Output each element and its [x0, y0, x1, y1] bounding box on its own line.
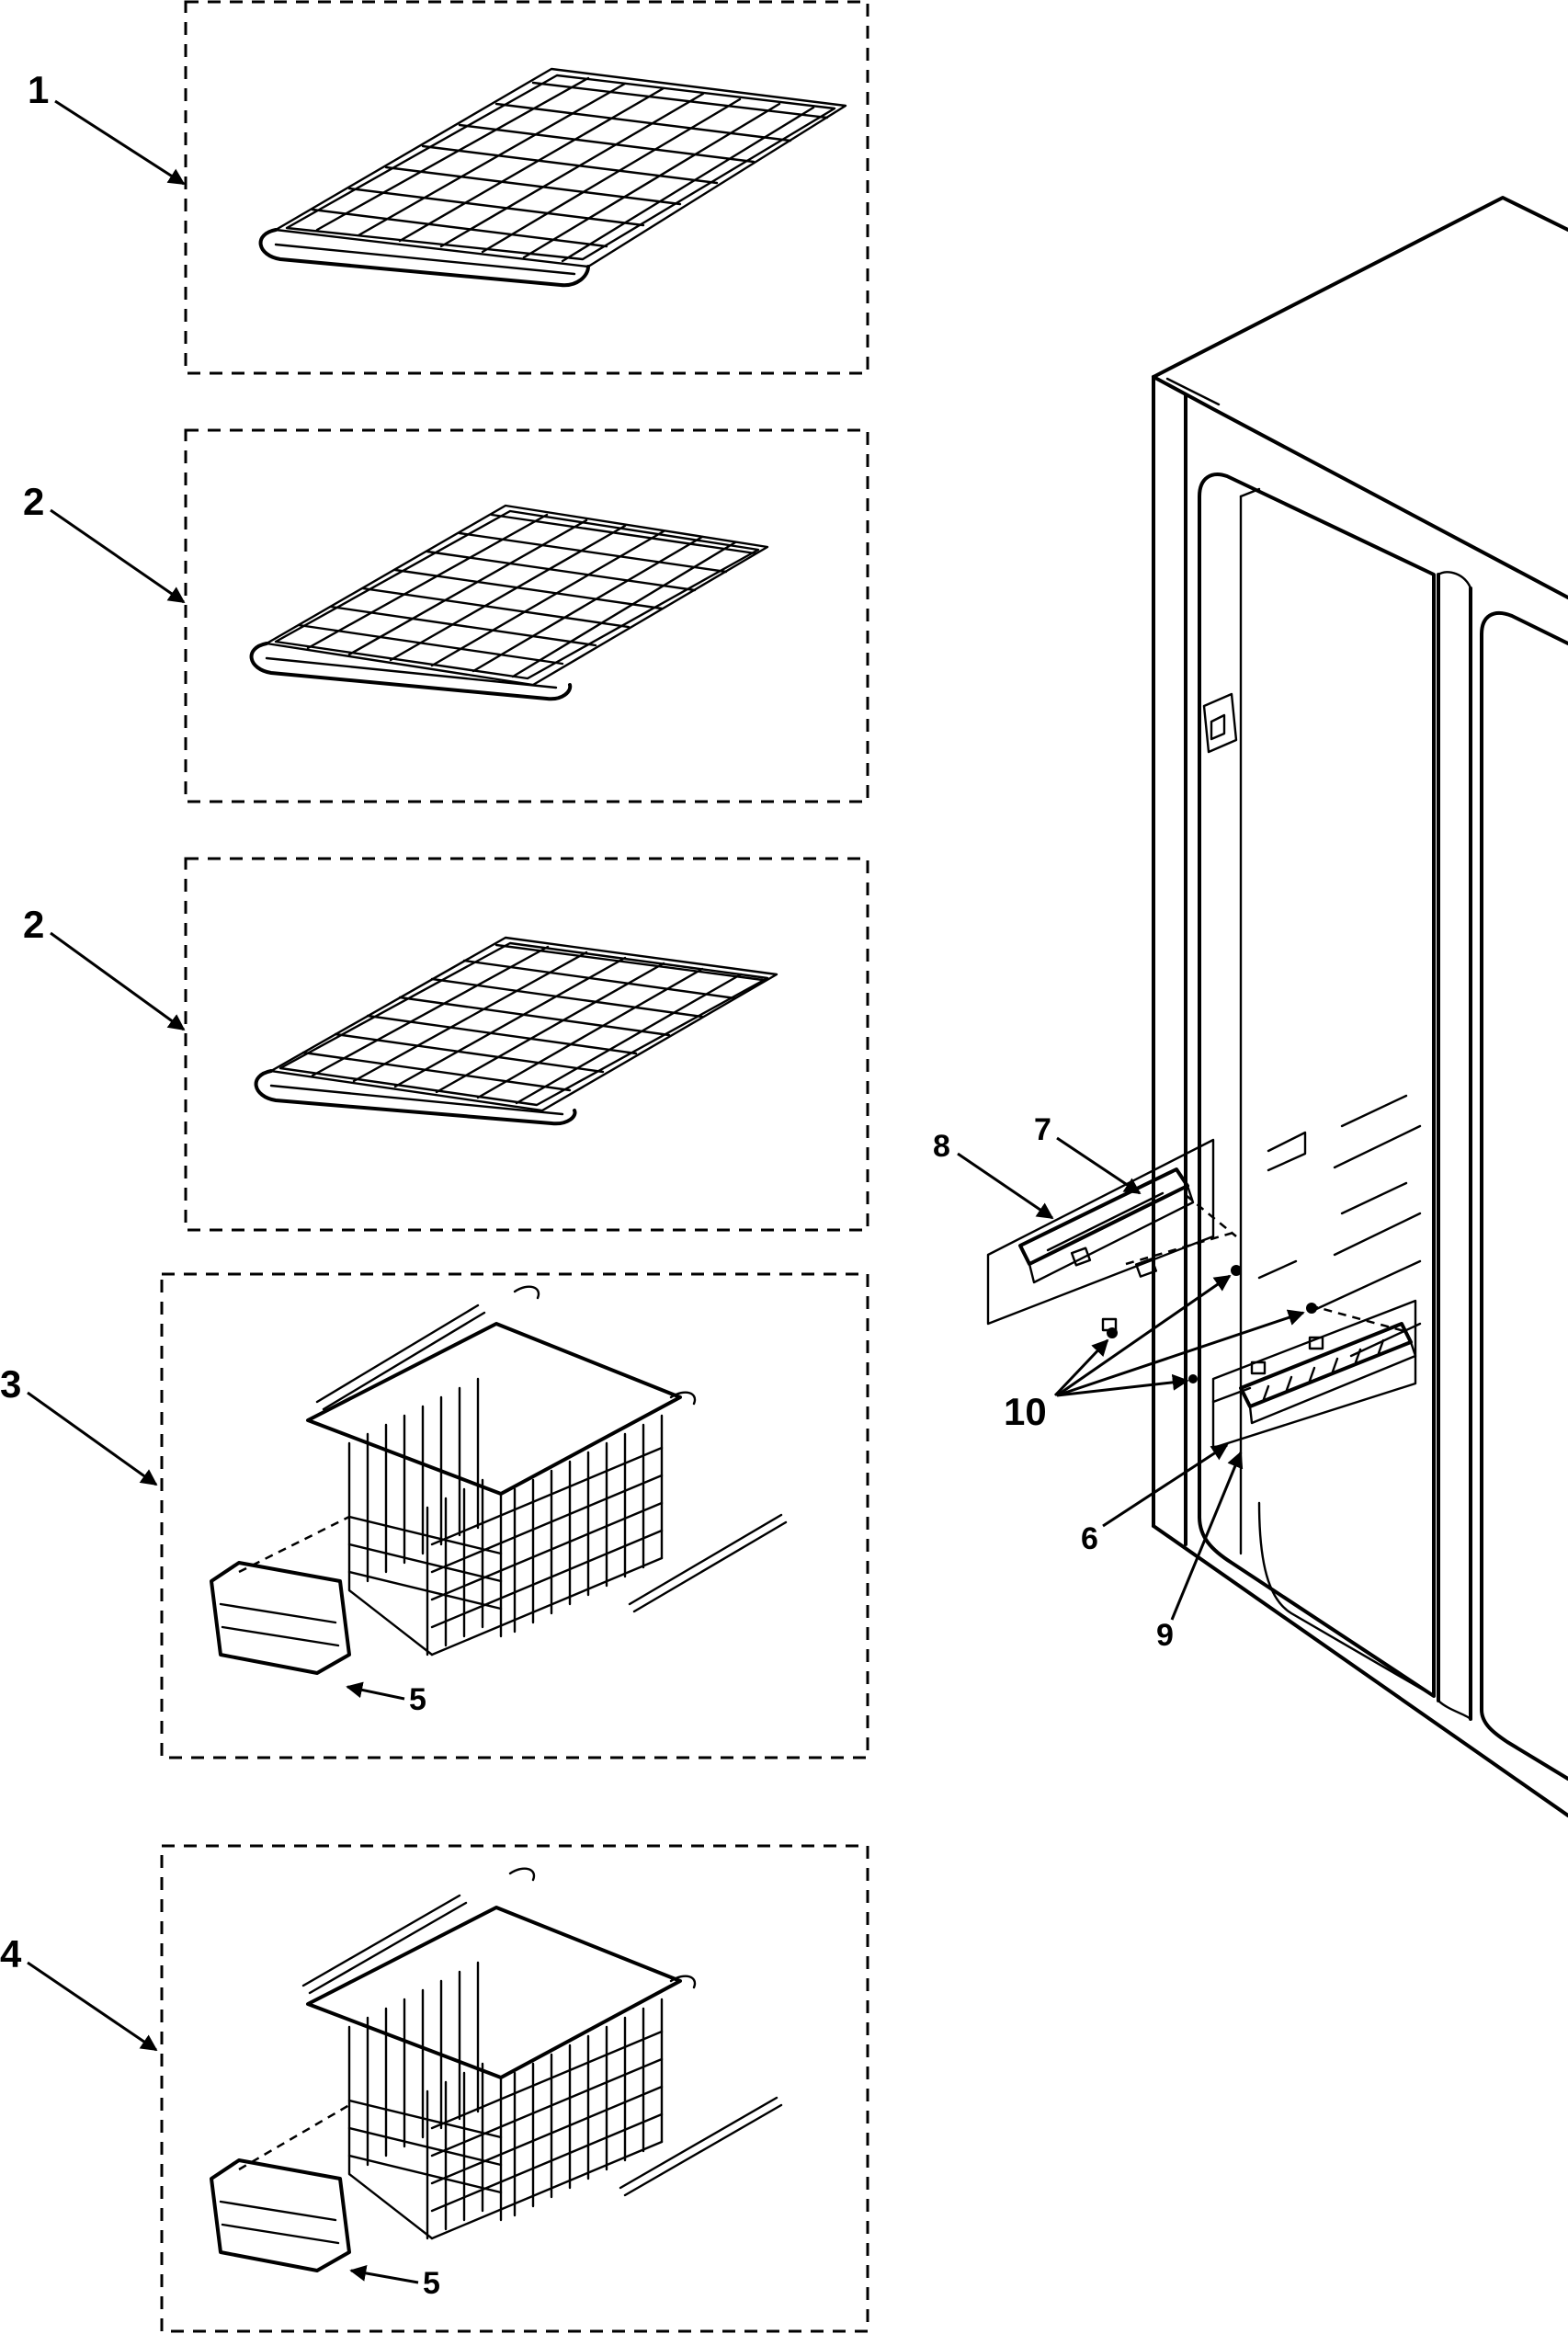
leader-10b: [1056, 1274, 1232, 1397]
callout-8: 8: [933, 1129, 950, 1164]
wire-shelf-2a: [249, 504, 769, 701]
callout-5b: 5: [423, 2266, 440, 2301]
leader-2b: [50, 931, 186, 1031]
leader-8: [957, 1152, 1054, 1220]
leader-10d: [1056, 1373, 1189, 1397]
wire-basket-3: [210, 1285, 788, 1675]
frame-shelf-1: [184, 0, 869, 375]
leader-3: [27, 1391, 158, 1486]
rail-assembly-lower: [1211, 1299, 1417, 1450]
callout-7: 7: [1034, 1112, 1051, 1147]
leader-5b: [349, 2264, 419, 2284]
callout-3: 3: [0, 1362, 21, 1406]
leader-1: [54, 99, 186, 186]
callout-5a: 5: [409, 1682, 426, 1717]
frame-shelf-2a: [184, 428, 869, 803]
callout-1: 1: [28, 68, 49, 111]
leader-2a: [50, 508, 186, 604]
screws: [1107, 1265, 1317, 1383]
callout-10: 10: [1004, 1390, 1047, 1433]
callout-9: 9: [1156, 1618, 1174, 1653]
callout-6: 6: [1081, 1521, 1098, 1556]
leader-6: [1102, 1443, 1229, 1528]
leader-7: [1056, 1136, 1142, 1195]
frame-shelf-2b: [184, 857, 869, 1232]
frame-basket-4: [160, 1844, 869, 2333]
callout-4: 4: [0, 1932, 22, 1975]
callout-2b: 2: [23, 903, 44, 946]
leader-10a: [1053, 1338, 1109, 1397]
wire-basket-4: [210, 1867, 783, 2272]
wire-shelf-2b: [254, 936, 778, 1126]
leader-9: [1170, 1451, 1244, 1621]
leader-5a: [346, 1681, 405, 1701]
leader-4: [27, 1961, 158, 2052]
leader-10c: [1056, 1309, 1305, 1397]
wire-shelf-1: [258, 67, 847, 288]
frame-basket-3: [160, 1272, 869, 1759]
refrigerator-cabinet: [1152, 196, 1568, 1817]
rail-assembly-upper: [986, 1138, 1237, 1332]
callout-2a: 2: [23, 480, 44, 523]
